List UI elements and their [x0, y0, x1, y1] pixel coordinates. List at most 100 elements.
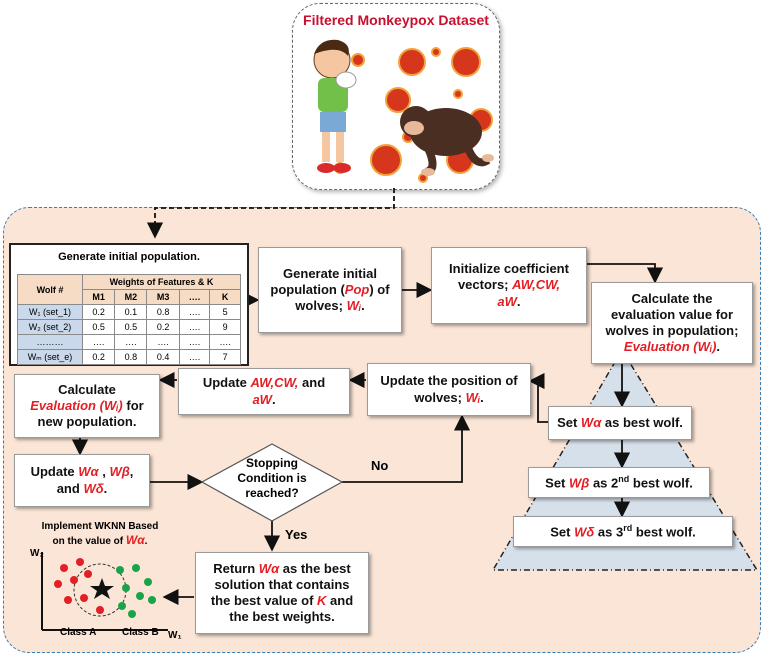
col-wolf: Wolf # — [17, 274, 83, 305]
stop-line3: reached? — [245, 486, 299, 500]
k-term: K — [317, 593, 327, 608]
gen-pop-line3: wolves; — [295, 298, 347, 314]
col-m1: M1 — [81, 289, 116, 305]
col-dots: …. — [178, 289, 211, 305]
pop-term: Pop — [344, 281, 370, 297]
return-best-solution-box: Return Wα as the best solution that cont… — [195, 552, 369, 634]
set-third-best-wolf-box: Set Wδ as 3rd best wolf. — [513, 516, 733, 547]
update-aw-and: and — [298, 375, 326, 391]
best3-b: as 3 — [594, 524, 624, 540]
calculate-evaluation-box: Calculate the evaluation value for wolve… — [591, 282, 753, 364]
best2-a: Set — [545, 475, 569, 491]
value-cell: 0.4 — [146, 349, 180, 365]
update-aw-line1: Update — [202, 375, 251, 391]
value-cell: …. — [81, 334, 116, 350]
col-group: Weights of Features & K — [82, 274, 241, 290]
table-row: W₁ (set_1) 0.2 0.1 0.8 …. 5 — [17, 304, 241, 320]
calc-new-line1: Calculate — [58, 381, 116, 397]
return-a: Return — [213, 560, 259, 576]
value-cell: …. — [146, 334, 180, 350]
yes-label: Yes — [285, 527, 308, 542]
best1-a: Set — [557, 414, 581, 430]
update-w-and: and — [56, 480, 84, 496]
monkeypox-illustration — [313, 39, 494, 183]
update-w-c2: , — [129, 464, 134, 480]
return-line3b: and — [326, 593, 354, 608]
class-a-label: Class A — [60, 627, 97, 638]
update-w-c1: , — [98, 464, 110, 480]
wknn-line1: Implement WKNN Based — [41, 521, 159, 532]
gen-pop-line2: population ( — [270, 281, 345, 297]
table-row: W₂ (set_2) 0.5 0.5 0.2 …. 9 — [17, 319, 241, 335]
best2-sup: nd — [618, 473, 630, 484]
update-pos-line2b: . — [480, 389, 484, 405]
update-position-box: Update the position of wolves; Wᵢ. — [367, 363, 531, 416]
col-k: K — [209, 289, 241, 305]
best2-c: best wolf. — [629, 475, 693, 491]
init-coef-line2: vectors; — [457, 277, 513, 293]
set-second-best-wolf-box: Set Wβ as 2nd best wolf. — [528, 467, 710, 498]
value-cell: …. — [114, 334, 148, 350]
evaluation-term-2: Evaluation (Wᵢ) — [30, 397, 123, 413]
calc-eval-line4b: . — [716, 339, 721, 355]
calc-new-line3: new population. — [37, 414, 137, 430]
calculate-new-population-box: Calculate Evaluation (Wᵢ) for new popula… — [14, 374, 160, 438]
calc-new-line2b: for — [122, 397, 144, 413]
wolf-cell: ……… — [17, 334, 83, 350]
weights-table: Wolf # Weights of Features & K M1 M2 M3 … — [17, 274, 241, 365]
value-cell: 9 — [209, 319, 241, 335]
gen-pop-line1: Generate initial — [283, 265, 377, 281]
evaluation-term: Evaluation (Wᵢ) — [623, 339, 717, 355]
w-alpha-term-4: Wα — [125, 533, 145, 547]
wi-term-2: Wᵢ — [465, 389, 481, 405]
value-cell: 0.5 — [114, 319, 148, 335]
w-beta-term: Wβ — [569, 475, 590, 491]
w-alpha-term-2: Wα — [78, 464, 99, 480]
table-row: Wₘ (set_e) 0.2 0.8 0.4 …. 7 — [17, 349, 241, 365]
update-aw-line2b: . — [271, 391, 276, 407]
value-cell: …. — [178, 349, 211, 365]
gen-pop-line2b: ) of — [369, 281, 390, 297]
w-delta-term: Wδ — [574, 524, 595, 540]
set-best-wolf-box: Set Wα as best wolf. — [548, 406, 692, 440]
calc-eval-line3: wolves in population; — [605, 323, 739, 338]
value-cell: …. — [209, 334, 241, 350]
value-cell: 0.5 — [81, 319, 116, 335]
w-delta-term-2: Wδ — [83, 480, 104, 496]
gen-pop-line3b: . — [361, 298, 365, 314]
aw-term: aW — [497, 293, 517, 309]
value-cell: 5 — [209, 304, 241, 320]
best3-c: best wolf. — [632, 524, 696, 540]
update-w-e: . — [103, 480, 108, 496]
value-cell: 0.2 — [81, 304, 116, 320]
aw-cw-term-2: AW,CW, — [250, 375, 299, 391]
wknn-line2: on the value of — [52, 536, 126, 547]
w-beta-term-2: Wβ — [109, 464, 130, 480]
init-coef-line1: Initialize coefficient — [449, 261, 569, 277]
wolf-cell: W₂ (set_2) — [17, 319, 83, 335]
class-b-label: Class B — [122, 627, 159, 638]
init-population-title: Generate initial population. — [58, 251, 200, 263]
init-coef-line3b: . — [516, 293, 521, 309]
stop-line1: Stopping — [246, 456, 298, 470]
aw-term-2: aW — [252, 391, 272, 407]
value-cell: 0.2 — [146, 319, 180, 335]
wolf-cell: Wₘ (set_e) — [17, 349, 83, 365]
wknn-line2b: . — [144, 536, 148, 547]
value-cell: 0.1 — [114, 304, 148, 320]
stopping-condition-text: Stopping Condition is reached? — [222, 456, 322, 501]
wknn-y-label: W₂ — [30, 548, 44, 559]
value-cell: 0.2 — [81, 349, 116, 365]
return-line2: solution that contains — [214, 576, 350, 592]
best3-a: Set — [550, 524, 575, 540]
return-line3: the best value of — [210, 593, 318, 608]
dataset-box: Filtered Monkeypox Dataset — [292, 3, 500, 190]
generate-population-box: Generate initial population (Pop) of wol… — [258, 247, 402, 333]
col-m2: M2 — [114, 289, 148, 305]
best2-b: as 2 — [589, 475, 619, 491]
return-b: as the best — [279, 560, 351, 576]
wknn-x-label: W₁ — [168, 630, 182, 641]
stop-line2: Condition is — [237, 471, 307, 485]
col-m3: M3 — [146, 289, 180, 305]
